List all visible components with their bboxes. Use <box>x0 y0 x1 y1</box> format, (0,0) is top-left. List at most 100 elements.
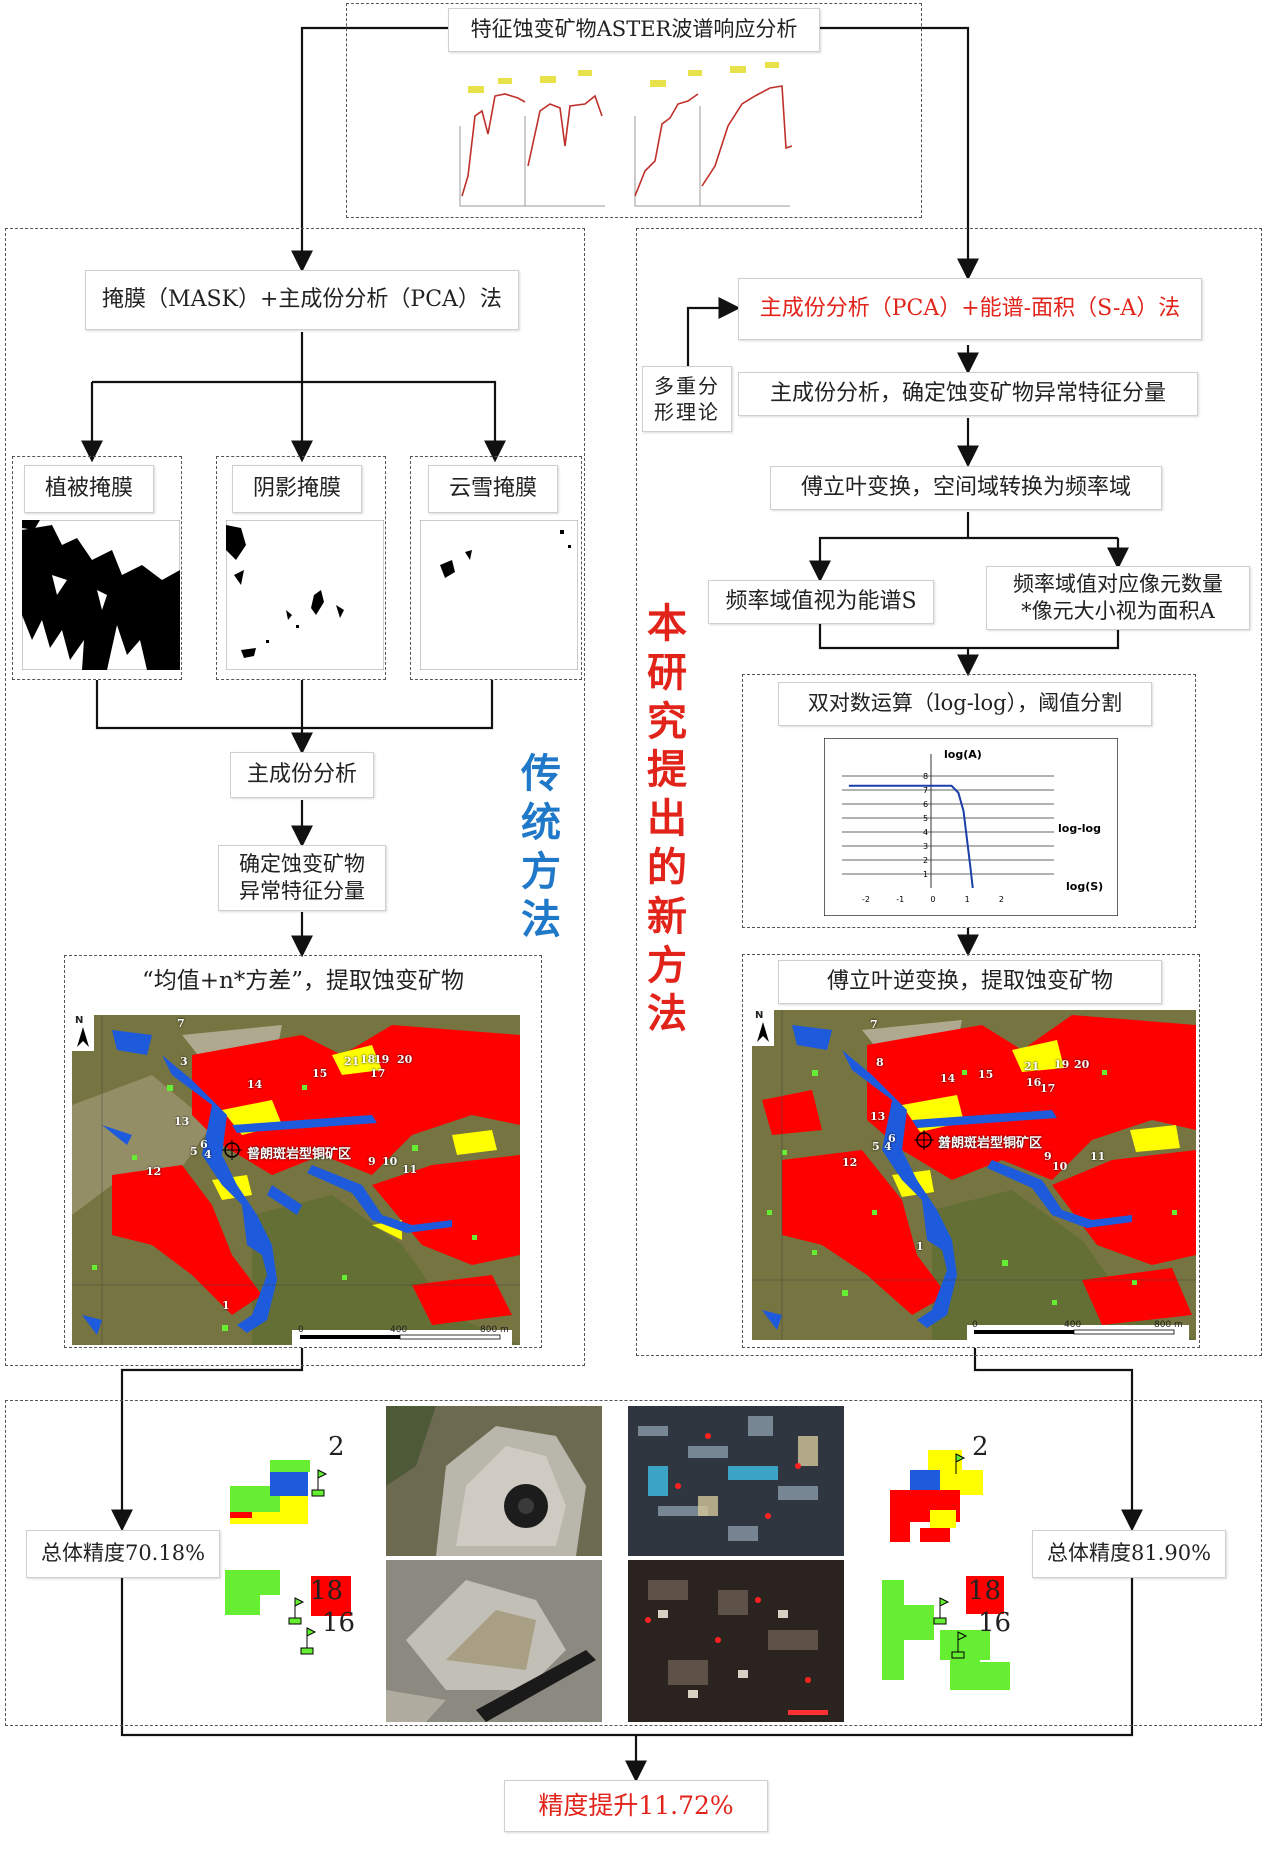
map-point-number: 9 <box>1044 1150 1052 1163</box>
scale-label-800-right: 800 m <box>1154 1320 1183 1330</box>
map-point-number: 2 <box>938 1138 946 1151</box>
map-point-number: 1 <box>916 1240 924 1253</box>
map-point-number: 17 <box>370 1067 386 1080</box>
map-point-number: 8 <box>876 1056 884 1069</box>
area-a-step: 频率域值对应像元数量 *像元大小视为面积A <box>986 566 1250 630</box>
new-method-frame <box>636 228 1262 1356</box>
north-label: N <box>75 1015 84 1026</box>
map-point-number: 14 <box>247 1078 263 1091</box>
new-extract-frame <box>742 954 1200 1348</box>
scale-label-800: 800 m <box>480 1325 509 1335</box>
scale-label-0-right: 0 <box>972 1320 978 1330</box>
scale-label-400-right: 400 <box>1064 1320 1082 1330</box>
loglog-ytick: 1 <box>923 870 928 879</box>
traditional-method-title: 掩膜（MASK）+主成份分析（PCA）法 <box>85 270 519 330</box>
loglog-ytick: 2 <box>923 856 928 865</box>
validation-frame <box>5 1400 1262 1726</box>
pca-anomaly-step: 主成份分析，确定蚀变矿物异常特征分量 <box>738 372 1198 416</box>
loglog-xtick: 1 <box>965 895 970 904</box>
map-point-number: 14 <box>940 1072 956 1085</box>
loglog-series-label: log-log <box>1058 822 1101 835</box>
traditional-validation-label-2: 2 <box>328 1432 345 1462</box>
map-point-number: 6 <box>888 1132 896 1145</box>
map-point-number: 1 <box>222 1299 230 1312</box>
loglog-xtick: 0 <box>930 895 935 904</box>
scale-label-0: 0 <box>298 1325 304 1335</box>
accuracy-improvement: 精度提升11.72% <box>504 1780 768 1832</box>
map-point-number: 15 <box>978 1068 994 1081</box>
map-point-number: 18 <box>360 1053 376 1066</box>
traditional-validation-patches <box>225 1460 351 1655</box>
loglog-xtick: -2 <box>862 895 870 904</box>
spectrum-s-step: 频率域值视为能谱S <box>708 580 934 624</box>
map-point-number: 4 <box>204 1148 212 1161</box>
cloud-snow-mask-label: 云雪掩膜 <box>428 465 558 513</box>
map-point-number: 7 <box>177 1017 185 1030</box>
loglog-xtick: 2 <box>999 895 1004 904</box>
traditional-extract-title: “均值+n*方差”，提取蚀变矿物 <box>100 960 506 1004</box>
loglog-xlabel: log(S) <box>1066 880 1103 893</box>
vegetation-mask-image <box>22 520 180 670</box>
loglog-curve <box>848 784 974 889</box>
new-validation-label-16: 16 <box>978 1608 1012 1638</box>
cloud-snow-mask-image <box>420 520 578 670</box>
anomaly-component-step: 确定蚀变矿物 异常特征分量 <box>218 845 386 911</box>
map-point-number: 12 <box>842 1156 858 1169</box>
map-point-number: 19 <box>1054 1058 1070 1071</box>
map-point-number: 20 <box>1074 1058 1090 1071</box>
loglog-ylabel: log(A) <box>944 748 982 761</box>
field-photo-outcrop <box>386 1406 602 1556</box>
spectral-curves-figure <box>459 62 793 207</box>
loglog-ytick: 3 <box>923 842 928 851</box>
map-point-number: 16 <box>1026 1076 1042 1089</box>
loglog-frame <box>742 674 1196 928</box>
field-photo-sample <box>386 1560 602 1722</box>
loglog-ytick: 7 <box>923 786 928 795</box>
loglog-ytick: 8 <box>923 772 928 781</box>
new-method-title: 主成份分析（PCA）+能谱-面积（S-A）法 <box>738 278 1202 340</box>
map-point-number: 5 <box>872 1140 880 1153</box>
map-point-number: 11 <box>402 1163 418 1176</box>
map-point-number: 5 <box>190 1145 198 1158</box>
new-method-accuracy: 总体精度81.90% <box>1032 1530 1226 1578</box>
map-point-number: 10 <box>1052 1160 1068 1173</box>
new-extract-title: 傅立叶逆变换，提取蚀变矿物 <box>778 960 1162 1004</box>
new-method-side-label: 本研究提出的新方法 <box>647 600 687 1038</box>
loglog-ytick: 6 <box>923 800 928 809</box>
multifractal-theory-text: 多重分形理论 <box>654 374 720 424</box>
loglog-ytick: 4 <box>923 828 928 837</box>
map-point-number: 21 <box>344 1055 360 1068</box>
loglog-title: 双对数运算（log-log），阈值分割 <box>778 682 1152 726</box>
traditional-validation-label-18: 18 <box>310 1576 344 1606</box>
new-validation-label-2: 2 <box>972 1432 989 1462</box>
loglog-ytick: 5 <box>923 814 928 823</box>
thin-section-upper <box>628 1406 844 1556</box>
pca-step: 主成份分析 <box>230 752 374 798</box>
map-point-number: 12 <box>146 1165 162 1178</box>
map-point-number: 10 <box>382 1155 398 1168</box>
spectral-analysis-title: 特征蚀变矿物ASTER波谱响应分析 <box>448 8 820 52</box>
vegetation-mask-label: 植被掩膜 <box>24 465 154 513</box>
new-validation-label-18: 18 <box>968 1576 1002 1606</box>
map-point-number: 13 <box>174 1115 190 1128</box>
map-point-number: 3 <box>180 1055 188 1068</box>
cloud-snow-mask-frame <box>410 456 582 680</box>
map-point-number: 15 <box>312 1067 328 1080</box>
traditional-extract-frame <box>64 955 542 1348</box>
map-point-number: 20 <box>397 1053 413 1066</box>
map-point-number: 21 <box>1024 1060 1040 1073</box>
spectral-analysis-frame <box>346 3 922 218</box>
map-point-number: 7 <box>870 1018 878 1031</box>
map-point-number: 11 <box>1090 1150 1106 1163</box>
shadow-mask-image <box>226 520 384 670</box>
traditional-side-label: 传统方法 <box>521 750 561 944</box>
scale-label-400: 400 <box>390 1325 408 1335</box>
thin-section-lower <box>628 1560 844 1722</box>
traditional-method-frame <box>5 228 585 1366</box>
